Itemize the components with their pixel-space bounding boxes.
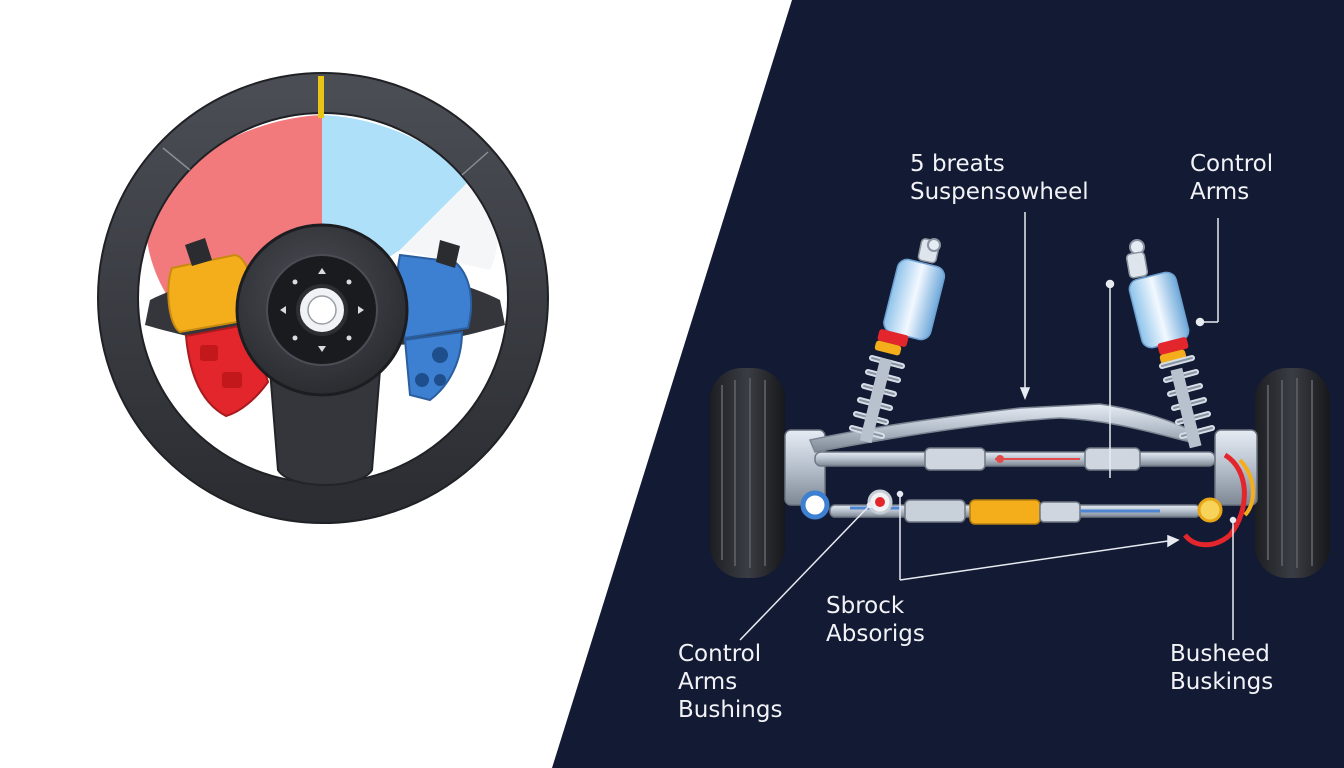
label-bushed-bushings-line1: Busheed xyxy=(1170,641,1270,667)
label-shock-absorbers-line2: Absorigs xyxy=(826,621,925,647)
label-control-arms-bushings: Control Arms Bushings xyxy=(678,640,782,724)
right-shock-absorber xyxy=(1125,239,1215,449)
wheel-segment-white xyxy=(400,180,498,270)
leader-lines xyxy=(739,212,1237,641)
wheel-lower-spoke xyxy=(268,369,382,486)
yellow-damper-sleeve xyxy=(969,499,1041,525)
label-control-arms-top-line2: Arms xyxy=(1190,179,1250,205)
label-suspension-title-line2: Suspensowheel xyxy=(910,179,1089,205)
label-suspension-title: 5 breats Suspensowheel xyxy=(910,150,1089,206)
left-tire xyxy=(710,368,785,578)
button-blue-lower xyxy=(403,330,464,402)
button-blue xyxy=(395,253,473,340)
bushing-right-yellow xyxy=(1197,497,1223,523)
label-shock-absorbers-line1: Sbrock xyxy=(826,593,905,619)
hub-control-icons xyxy=(280,268,364,352)
label-control-arms-top: Control Arms xyxy=(1190,150,1273,206)
left-shock-absorber xyxy=(849,238,946,444)
label-control-arms-bushings-line2: Arms xyxy=(678,669,738,695)
label-control-arms-bushings-line1: Control xyxy=(678,641,762,667)
steering-wheel xyxy=(97,72,549,524)
label-bushed-bushings-line2: Buskings xyxy=(1170,669,1274,695)
label-suspension-title-line1: 5 breats xyxy=(910,151,1005,177)
label-control-arms-bushings-line3: Bushings xyxy=(678,697,783,723)
top-center-marker xyxy=(318,76,324,118)
label-control-arms-top-line1: Control xyxy=(1190,151,1274,177)
label-bushed-bushings: Busheed Buskings xyxy=(1170,640,1273,696)
label-shock-absorbers: Sbrock Absorigs xyxy=(826,592,925,648)
bushing-left-blue xyxy=(800,490,830,520)
right-tire xyxy=(1255,368,1330,578)
